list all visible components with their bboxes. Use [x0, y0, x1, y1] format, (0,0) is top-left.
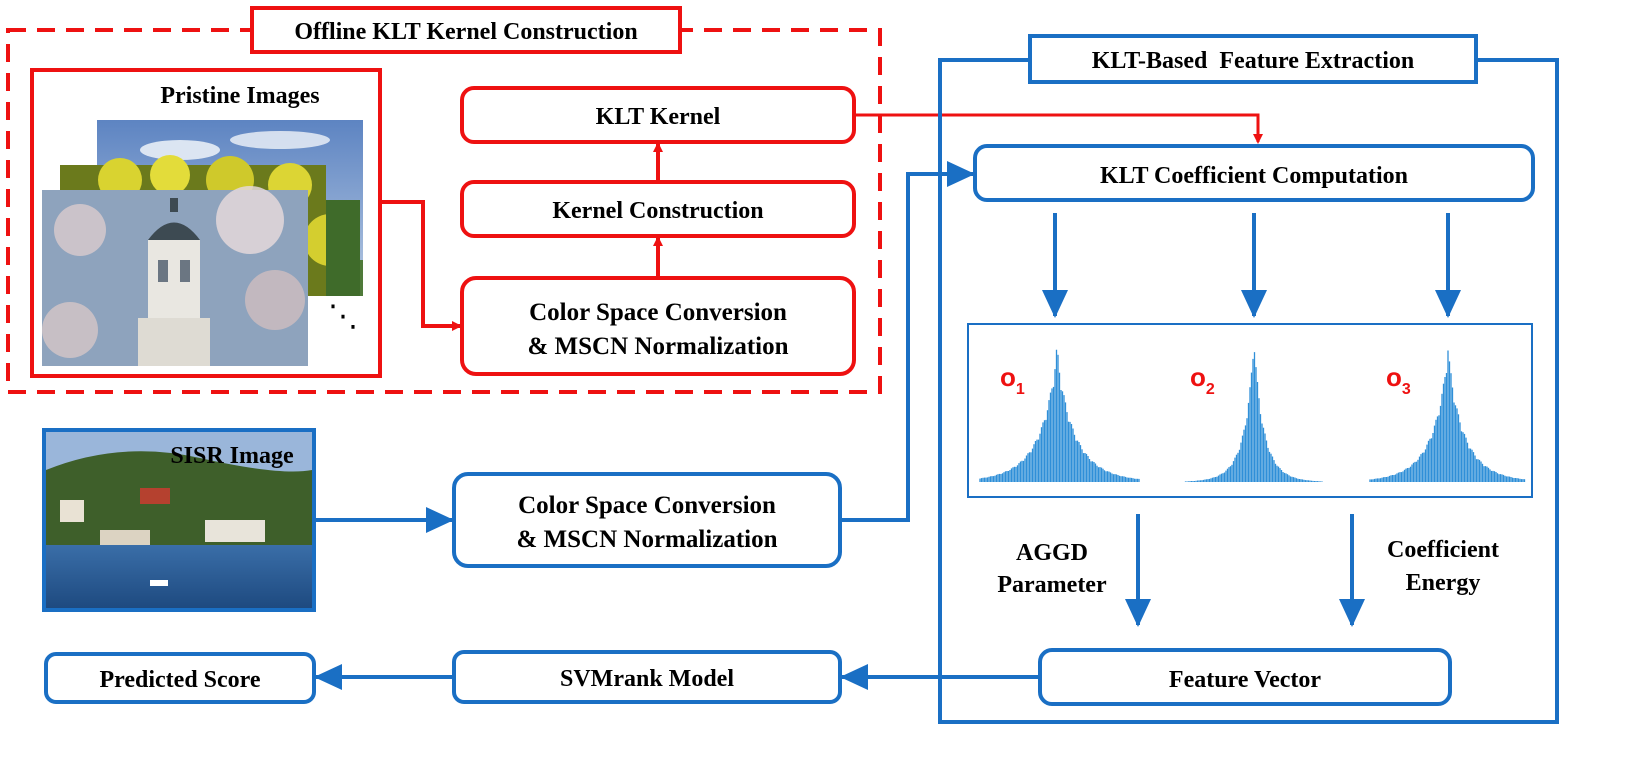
- histogram-3: [1369, 350, 1526, 482]
- arrow-conversion-to-coefficient: [840, 161, 975, 522]
- klt-kernel-label: KLT Kernel: [596, 104, 721, 130]
- hist-label-1: o1: [1000, 362, 1025, 398]
- offline-color-conversion-box: [460, 276, 856, 376]
- histogram-1: [979, 349, 1140, 482]
- sisr-image-title: SISR Image: [170, 443, 294, 469]
- feature-extraction-title: KLT-Based Feature Extraction: [1092, 48, 1414, 74]
- sisr-image: [42, 428, 316, 612]
- online-color-conversion-line1: Color Space Conversion: [518, 492, 776, 519]
- svm-model-label: SVMrank Model: [560, 666, 734, 692]
- energy-label-line1: Coefficient: [1387, 537, 1499, 563]
- kernel-construction-label: Kernel Construction: [552, 198, 763, 224]
- online-color-conversion-line2: & MSCN Normalization: [516, 526, 777, 553]
- aggd-label-line1: AGGD: [1016, 540, 1088, 566]
- coefficient-computation-label: KLT Coefficient Computation: [1100, 163, 1408, 189]
- offline-color-conversion-line1: Color Space Conversion: [529, 299, 787, 326]
- arrow-pristine-to-conversion: [380, 200, 462, 331]
- pristine-ellipsis: ⋱: [328, 299, 358, 334]
- hist-label-3: o3: [1386, 362, 1411, 398]
- energy-label-line2: Energy: [1406, 570, 1481, 596]
- predicted-score-label: Predicted Score: [99, 667, 260, 693]
- pristine-stack-back: [308, 296, 363, 366]
- hist-label-2: o2: [1190, 362, 1215, 398]
- feature-vector-label: Feature Vector: [1169, 667, 1322, 693]
- offline-title-box: [250, 6, 682, 54]
- pristine-images-title: Pristine Images: [160, 83, 319, 109]
- pristine-image-tower: [42, 186, 308, 366]
- offline-color-conversion-line2: & MSCN Normalization: [527, 333, 788, 360]
- coefficient-computation-box: [973, 144, 1535, 202]
- arrow-klt-kernel-to-coefficient: [854, 113, 1263, 144]
- offline-title: Offline KLT Kernel Construction: [294, 19, 637, 45]
- histogram-2: [1184, 352, 1323, 482]
- feature-extraction-title-box: [1028, 34, 1478, 84]
- aggd-label-line2: Parameter: [997, 572, 1107, 598]
